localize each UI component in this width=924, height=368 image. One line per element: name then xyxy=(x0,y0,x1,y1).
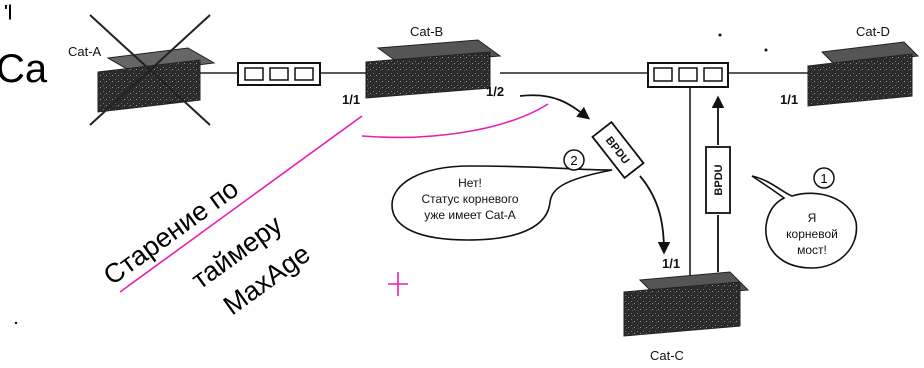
bubble-line: уже имеет Cat-A xyxy=(424,208,516,222)
dot xyxy=(764,48,768,52)
switch-front xyxy=(807,53,913,107)
switch-cat-c xyxy=(623,271,750,337)
switch-cat-b xyxy=(365,39,502,99)
dot xyxy=(718,33,722,37)
bubble-line: Я xyxy=(808,211,817,225)
step-number: 1 xyxy=(820,171,827,186)
hub-port xyxy=(269,67,289,81)
bpdu-box xyxy=(591,120,645,180)
switch-top xyxy=(820,41,920,67)
hub-port xyxy=(294,67,314,81)
stray-marks: '| xyxy=(4,3,12,20)
bubble-line: корневой xyxy=(786,227,838,241)
switch-front xyxy=(365,51,491,99)
magenta-diagonal-line xyxy=(119,115,363,293)
switch-front xyxy=(97,59,201,113)
bubble-shape xyxy=(751,175,858,269)
label-cat-b: Cat-B xyxy=(410,24,443,39)
annotation-overlay xyxy=(119,103,549,296)
step-number: 2 xyxy=(570,153,577,168)
port-d-left: 1/1 xyxy=(780,92,798,107)
label-cat-d: Cat-D xyxy=(856,24,890,39)
hub-port xyxy=(244,67,264,81)
speech-bubble-right: Я корневой мост! 1 xyxy=(751,167,858,269)
hub-port xyxy=(653,67,673,82)
bubble-line: Статус корневого xyxy=(421,192,518,206)
bubble-line: мост! xyxy=(797,243,827,257)
bpdu-box xyxy=(705,146,731,214)
bubble-shape xyxy=(391,165,613,241)
partial-text: Ca xyxy=(0,47,48,91)
bubble-line: Нет! xyxy=(458,176,482,190)
magenta-curve xyxy=(361,103,549,139)
switch-cat-a xyxy=(89,14,216,126)
port-b-left: 1/1 xyxy=(342,92,360,107)
hub-port xyxy=(703,67,723,82)
hub-1 xyxy=(237,62,321,86)
switch-front xyxy=(623,281,741,337)
cross-line xyxy=(89,14,211,126)
speech-bubble-left: Нет! Статус корневого уже имеет Cat-A 2 xyxy=(391,149,613,241)
step-circle xyxy=(563,149,585,171)
step-circle xyxy=(813,167,835,189)
arrow-bpdu-to-c xyxy=(639,175,671,255)
label-cat-c: Cat-C xyxy=(650,348,684,363)
hub-2 xyxy=(647,62,729,88)
bpdu-frame-right: BPDU xyxy=(705,146,731,214)
port-c-top: 1/1 xyxy=(662,256,680,271)
switch-cat-d xyxy=(807,41,920,107)
dot xyxy=(14,321,18,325)
hub-port xyxy=(678,67,698,82)
label-cat-a: Cat-A xyxy=(68,44,102,59)
links xyxy=(190,72,812,292)
arrow-b-to-bpdu xyxy=(519,94,590,120)
bpdu-label: BPDU xyxy=(713,164,725,195)
port-b-right: 1/2 xyxy=(486,84,504,99)
